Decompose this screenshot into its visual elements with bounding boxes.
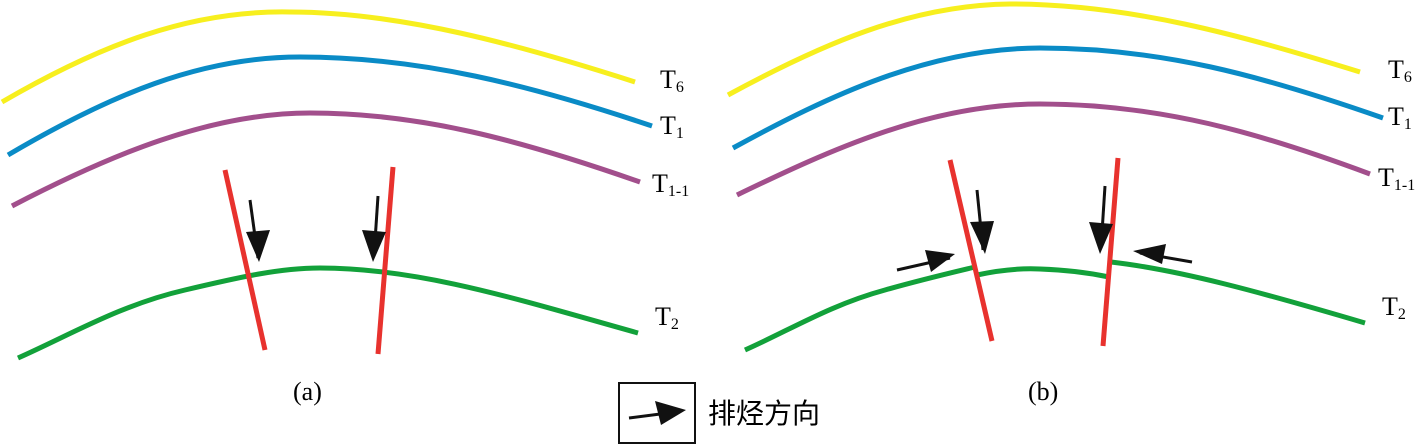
horizon-t1-b [731, 45, 1384, 151]
horizon-t6-b [726, 1, 1361, 98]
fault-a-left [222, 169, 268, 351]
fault-a-right [375, 166, 396, 355]
expulsion-arrow-b2 [1089, 185, 1113, 254]
panel-b: T6 T1 T1-1 T2 (b) [726, 1, 1415, 406]
arrow-icon [628, 401, 686, 425]
label-t6-b: T6 [1388, 55, 1412, 86]
legend: 排烃方向 [618, 382, 820, 444]
expulsion-arrow-a1 [246, 199, 270, 262]
horizon-t2-b-left [743, 264, 976, 353]
expulsion-arrow-b3 [896, 250, 955, 272]
label-t1-1-a: T1-1 [652, 169, 689, 200]
horizon-t2-b-right [1110, 259, 1366, 326]
expulsion-arrow-b4 [1133, 244, 1193, 264]
expulsion-arrow-b1 [970, 189, 994, 254]
expulsion-arrow-a2 [362, 195, 386, 262]
label-t2-b: T2 [1382, 292, 1406, 323]
fault-b-left [947, 159, 995, 342]
horizon-t1-1-a [10, 110, 641, 209]
label-t2-a: T2 [655, 302, 679, 333]
horizon-t6-a [0, 9, 636, 105]
caption-a: (a) [293, 377, 322, 406]
fault-b-right [1100, 157, 1121, 347]
label-t1-b: T1 [1388, 102, 1412, 133]
caption-b: (b) [1028, 377, 1058, 406]
legend-box [618, 382, 696, 444]
horizon-t1-1-b [735, 101, 1371, 198]
label-t1-1-b: T1-1 [1378, 163, 1415, 194]
horizon-t2-a [16, 265, 639, 361]
horizon-t2-b-middle [976, 266, 1110, 280]
panel-a: T6 T1 T1-1 T2 (a) [0, 9, 689, 406]
horizon-t1-a [6, 54, 653, 158]
label-t1-a: T1 [660, 111, 684, 142]
legend-label: 排烃方向 [708, 397, 820, 430]
label-t6-a: T6 [660, 65, 684, 96]
